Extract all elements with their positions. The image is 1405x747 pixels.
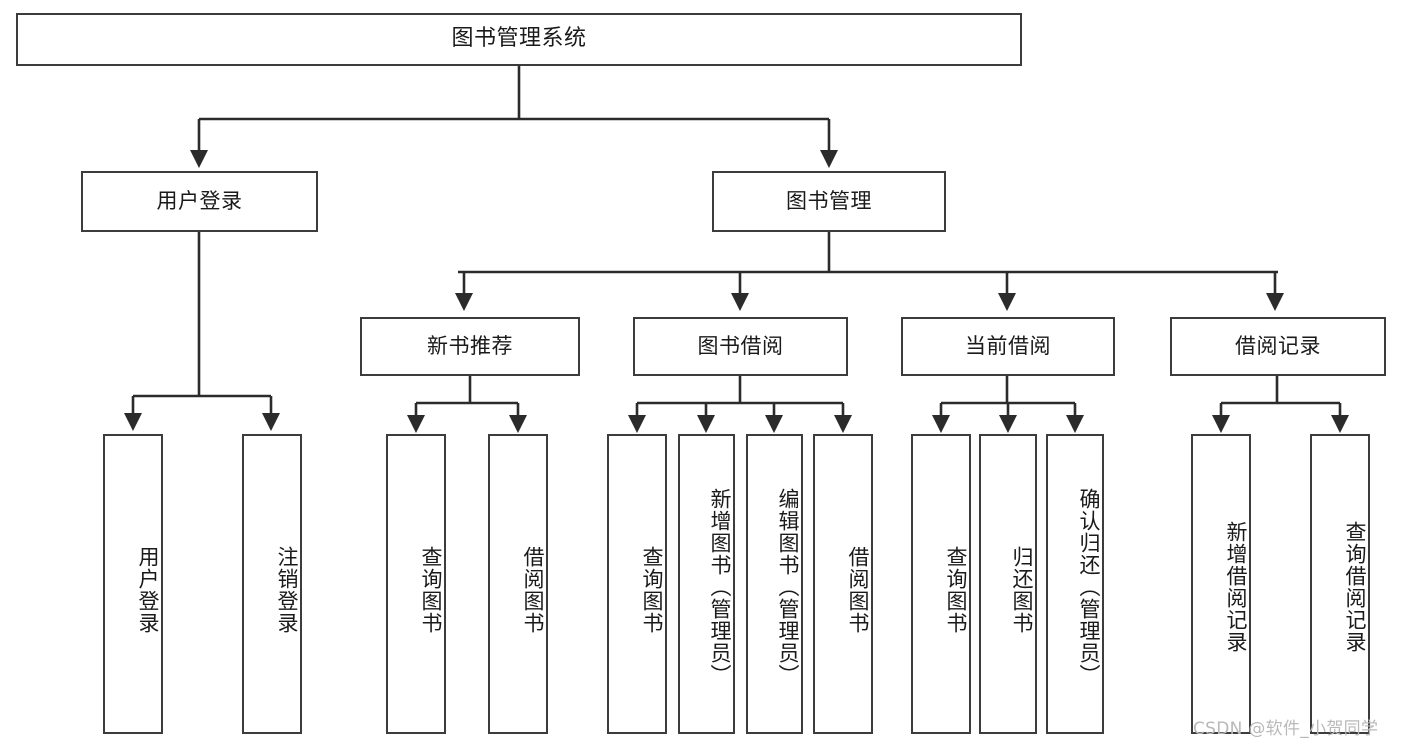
node-current-borrow[interactable]: 当前借阅 <box>901 317 1115 376</box>
node-leaf-add-book[interactable]: 新增图书（管理员） <box>678 434 735 734</box>
node-leaf-query-borrow-record[interactable]: 查询借阅记录 <box>1310 434 1370 734</box>
node-leaf-borrow-book-label: 借阅图书 <box>846 546 870 634</box>
node-book-manage[interactable]: 图书管理 <box>712 171 946 232</box>
node-leaf-edit-book[interactable]: 编辑图书（管理员） <box>746 434 803 734</box>
node-new-book-recommend[interactable]: 新书推荐 <box>360 317 580 376</box>
node-user-login-label: 用户登录 <box>156 188 243 213</box>
node-book-borrow[interactable]: 图书借阅 <box>633 317 848 376</box>
node-root-label: 图书管理系统 <box>451 26 587 52</box>
node-new-book-recommend-label: 新书推荐 <box>427 333 513 358</box>
node-book-borrow-label: 图书借阅 <box>697 333 784 358</box>
node-leaf-edit-book-label: 编辑图书（管理员） <box>776 488 800 686</box>
node-borrow-record[interactable]: 借阅记录 <box>1170 317 1386 376</box>
node-leaf-add-borrow-record-label: 新增借阅记录 <box>1224 521 1248 653</box>
node-leaf-borrow-book[interactable]: 借阅图书 <box>813 434 873 734</box>
csdn-watermark: CSDN @软件_小贺同学 <box>1193 719 1379 739</box>
node-leaf-query-borrow-record-label: 查询借阅记录 <box>1343 521 1367 653</box>
node-user-login[interactable]: 用户登录 <box>81 171 318 232</box>
node-leaf-add-borrow-record[interactable]: 新增借阅记录 <box>1191 434 1251 734</box>
node-leaf-query-book-recommend-label: 查询图书 <box>419 546 443 634</box>
node-root-book-management-system[interactable]: 图书管理系统 <box>16 13 1022 66</box>
node-leaf-borrow-book-recommend-label: 借阅图书 <box>521 546 545 634</box>
node-leaf-query-book-borrow-label: 查询图书 <box>640 546 664 634</box>
node-leaf-user-logout[interactable]: 注销登录 <box>242 434 302 734</box>
node-leaf-confirm-return-label: 确认归还（管理员） <box>1077 488 1101 686</box>
node-leaf-query-book-current-label: 查询图书 <box>944 546 968 634</box>
node-book-manage-label: 图书管理 <box>786 188 872 213</box>
node-leaf-user-logout-label: 注销登录 <box>275 546 299 634</box>
node-leaf-query-book-recommend[interactable]: 查询图书 <box>386 434 446 734</box>
node-leaf-confirm-return[interactable]: 确认归还（管理员） <box>1046 434 1104 734</box>
node-leaf-return-book[interactable]: 归还图书 <box>979 434 1037 734</box>
node-leaf-add-book-label: 新增图书（管理员） <box>708 488 732 686</box>
node-current-borrow-label: 当前借阅 <box>965 333 1051 358</box>
node-leaf-user-login-label: 用户登录 <box>136 546 160 634</box>
node-leaf-query-book-borrow[interactable]: 查询图书 <box>607 434 667 734</box>
node-leaf-return-book-label: 归还图书 <box>1010 546 1034 634</box>
node-borrow-record-label: 借阅记录 <box>1235 333 1321 358</box>
node-leaf-user-login[interactable]: 用户登录 <box>103 434 163 734</box>
node-leaf-borrow-book-recommend[interactable]: 借阅图书 <box>488 434 548 734</box>
node-leaf-query-book-current[interactable]: 查询图书 <box>911 434 971 734</box>
